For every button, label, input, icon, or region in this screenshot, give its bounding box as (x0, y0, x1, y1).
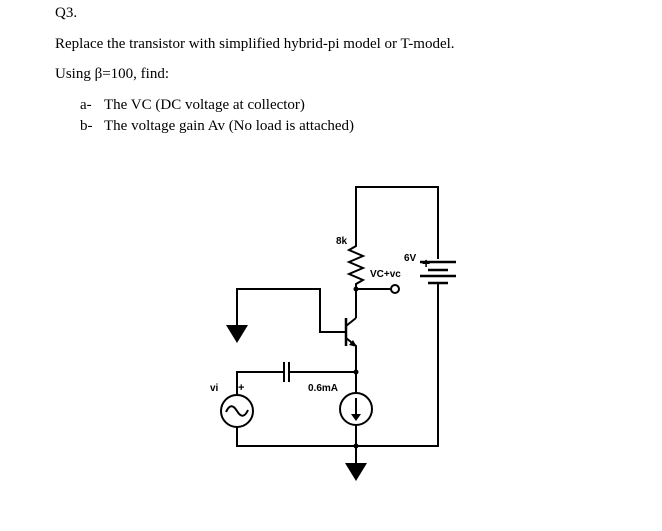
input-label: vi (210, 383, 219, 394)
cap-wire-left (236, 371, 284, 395)
npn-transistor (344, 317, 357, 372)
main-ground-icon (345, 463, 367, 481)
output-label: VC+vc (370, 269, 401, 280)
question-given: Using β=100, find: (55, 66, 170, 82)
output-node-dot (353, 286, 359, 292)
supply-plus-sign: + (422, 255, 430, 271)
base-wire (236, 288, 346, 333)
dc-supply-battery (420, 260, 456, 285)
input-plus-sign: + (238, 382, 244, 394)
supply-voltage-label: 6V (404, 253, 417, 264)
base-ground-icon (226, 325, 248, 343)
wire-battery-bottom (356, 283, 439, 447)
item-letter: a- (80, 97, 92, 113)
current-source-label: 0.6mA (308, 383, 338, 394)
ac-input-source (220, 394, 254, 428)
question-number: Q3. (55, 5, 78, 21)
item-text: The voltage gain Av (No load is attached… (104, 118, 355, 134)
wire-top (355, 186, 439, 259)
coupling-capacitor (283, 362, 290, 382)
output-terminal[interactable] (390, 284, 400, 294)
resistor-label: 8k (336, 236, 348, 247)
item-text: The VC (DC voltage at collector) (104, 97, 305, 113)
collector-resistor (346, 240, 366, 318)
current-source (339, 392, 373, 426)
question-instruction: Replace the transistor with simplified h… (55, 36, 455, 52)
input-source-wire-bottom (236, 427, 356, 447)
item-letter: b- (80, 118, 93, 134)
